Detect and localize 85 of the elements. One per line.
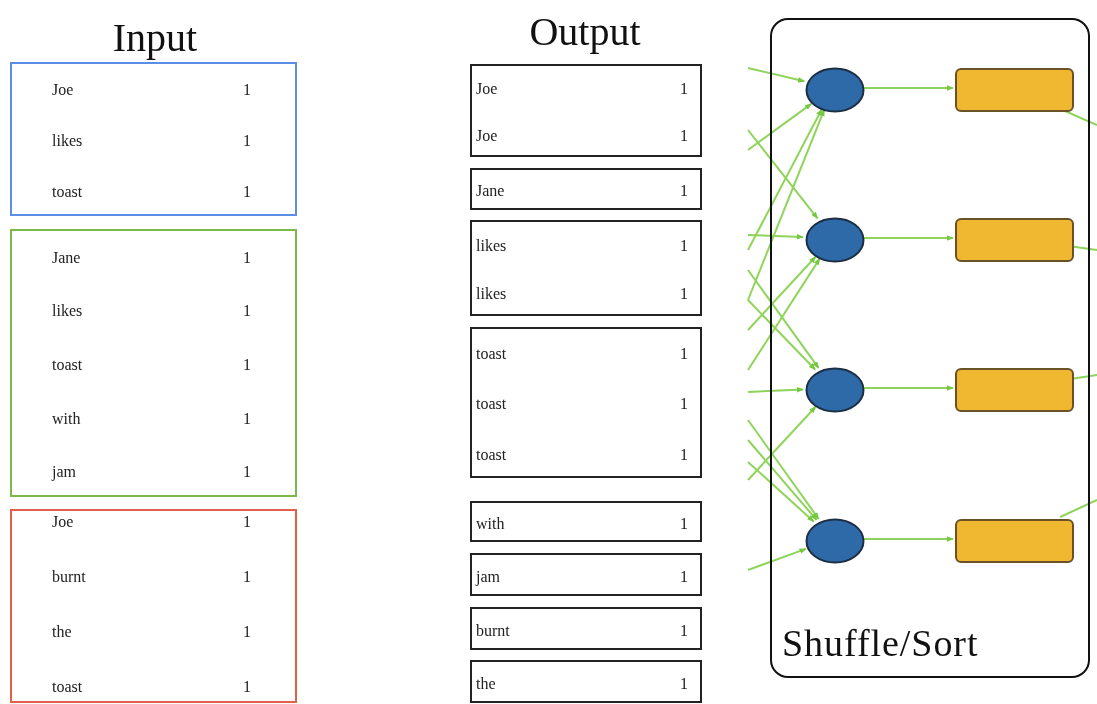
word-count-box	[10, 62, 297, 216]
circle-node	[805, 518, 865, 564]
word-label: Joe	[476, 79, 498, 100]
count-label: 1	[680, 236, 688, 256]
word-label: jam	[52, 462, 76, 483]
word-count-box	[470, 660, 702, 703]
arrow	[747, 461, 815, 523]
count-label: 1	[243, 408, 251, 429]
word-label: Joe	[476, 125, 498, 146]
word-label: likes	[476, 236, 507, 256]
arrow	[747, 67, 806, 83]
word-label: burnt	[52, 566, 86, 587]
word-label: toast	[476, 344, 507, 365]
count-label: 1	[680, 79, 688, 100]
rounded-box	[955, 68, 1074, 112]
word-count-box	[10, 229, 297, 497]
word-label: toast	[476, 394, 507, 415]
count-label: 1	[243, 301, 251, 322]
word-label: jam	[476, 566, 500, 588]
word-label: Jane	[476, 181, 505, 201]
word-count-box	[10, 509, 297, 703]
count-label: 1	[680, 181, 688, 201]
arrow	[747, 386, 805, 393]
word-count-box	[470, 220, 702, 316]
word-count-box	[470, 327, 702, 478]
word-label: with	[52, 408, 81, 429]
word-label: with	[476, 513, 505, 534]
count-label: 1	[243, 566, 251, 587]
word-label: toast	[52, 355, 83, 375]
circle-node	[805, 367, 865, 413]
count-label: 1	[680, 513, 688, 534]
count-label: 1	[680, 125, 688, 146]
count-label: 1	[243, 79, 251, 100]
word-label: Joe	[52, 79, 74, 100]
count-label: 1	[243, 182, 251, 203]
rounded-box	[955, 368, 1074, 412]
word-label: burnt	[476, 620, 510, 641]
word-label: toast	[52, 676, 83, 697]
count-label: 1	[243, 511, 251, 532]
arrow	[747, 102, 813, 151]
word-count-box	[470, 607, 702, 650]
count-label: 1	[680, 444, 688, 465]
word-label: the	[476, 673, 496, 694]
count-label: 1	[243, 621, 251, 642]
arrow	[747, 419, 820, 520]
word-label: the	[52, 621, 72, 642]
count-label: 1	[243, 676, 251, 697]
count-label: 1	[243, 462, 251, 483]
word-label: toast	[476, 444, 507, 465]
word-label: likes	[52, 131, 83, 151]
count-label: 1	[680, 673, 688, 694]
arrow	[747, 109, 826, 301]
word-count-box	[470, 553, 702, 596]
word-count-box	[470, 168, 702, 210]
word-label: toast	[52, 182, 83, 203]
group-panel	[770, 18, 1090, 678]
column-title: Output	[529, 12, 641, 52]
rounded-box	[955, 218, 1074, 262]
word-label: likes	[476, 284, 507, 304]
arrow	[747, 405, 817, 481]
count-label: 1	[243, 131, 251, 151]
arrow	[747, 255, 817, 331]
circle-node	[805, 217, 865, 263]
arrow	[747, 108, 823, 251]
count-label: 1	[680, 620, 688, 641]
word-label: likes	[52, 301, 83, 322]
arrow	[747, 233, 805, 240]
arrow	[747, 129, 819, 220]
count-label: 1	[680, 284, 688, 304]
word-label: Joe	[52, 511, 74, 532]
count-label: 1	[243, 355, 251, 375]
arrow	[747, 299, 817, 371]
word-count-box	[470, 64, 702, 157]
count-label: 1	[680, 566, 688, 587]
count-label: 1	[243, 247, 251, 268]
column-title: Input	[112, 18, 198, 58]
word-count-box	[470, 501, 702, 542]
word-label: Jane	[52, 247, 81, 268]
circle-node	[805, 67, 865, 113]
count-label: 1	[680, 344, 688, 365]
count-label: 1	[680, 394, 688, 415]
group-title: Shuffle/Sort	[782, 624, 979, 662]
arrow	[747, 439, 818, 521]
arrow	[747, 547, 807, 571]
rounded-box	[955, 519, 1074, 563]
